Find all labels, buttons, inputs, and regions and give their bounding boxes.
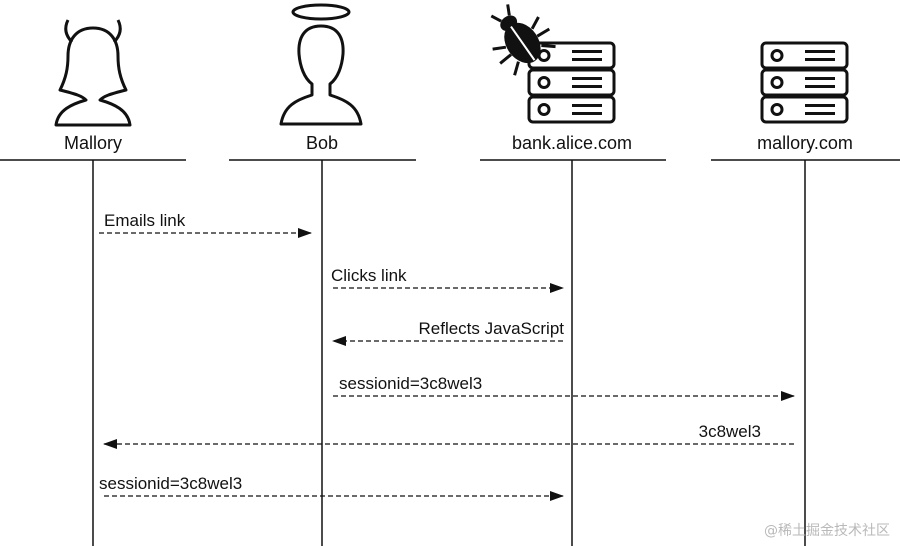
server-icon: [760, 41, 849, 124]
angel-person-icon: [279, 3, 363, 126]
message-label-session-to-mallory: 3c8wel3: [699, 422, 761, 441]
actor-label-mallory-server: mallory.com: [757, 133, 853, 153]
message-label-emails-link: Emails link: [104, 211, 186, 230]
actor-label-mallory: Mallory: [64, 133, 122, 153]
bug-icon: [490, 4, 556, 76]
message-label-clicks-link: Clicks link: [331, 266, 407, 285]
infected-server-icon: [490, 4, 616, 124]
actor-label-bob: Bob: [306, 133, 338, 153]
actor-label-bank: bank.alice.com: [512, 133, 632, 153]
devil-person-icon: [54, 19, 132, 127]
message-label-reflects-javascript: Reflects JavaScript: [419, 319, 565, 338]
message-label-session-to-mallory-server: sessionid=3c8wel3: [339, 374, 482, 393]
watermark: @稀土掘金技术社区: [764, 523, 890, 539]
message-label-session-to-bank: sessionid=3c8wel3: [99, 474, 242, 493]
